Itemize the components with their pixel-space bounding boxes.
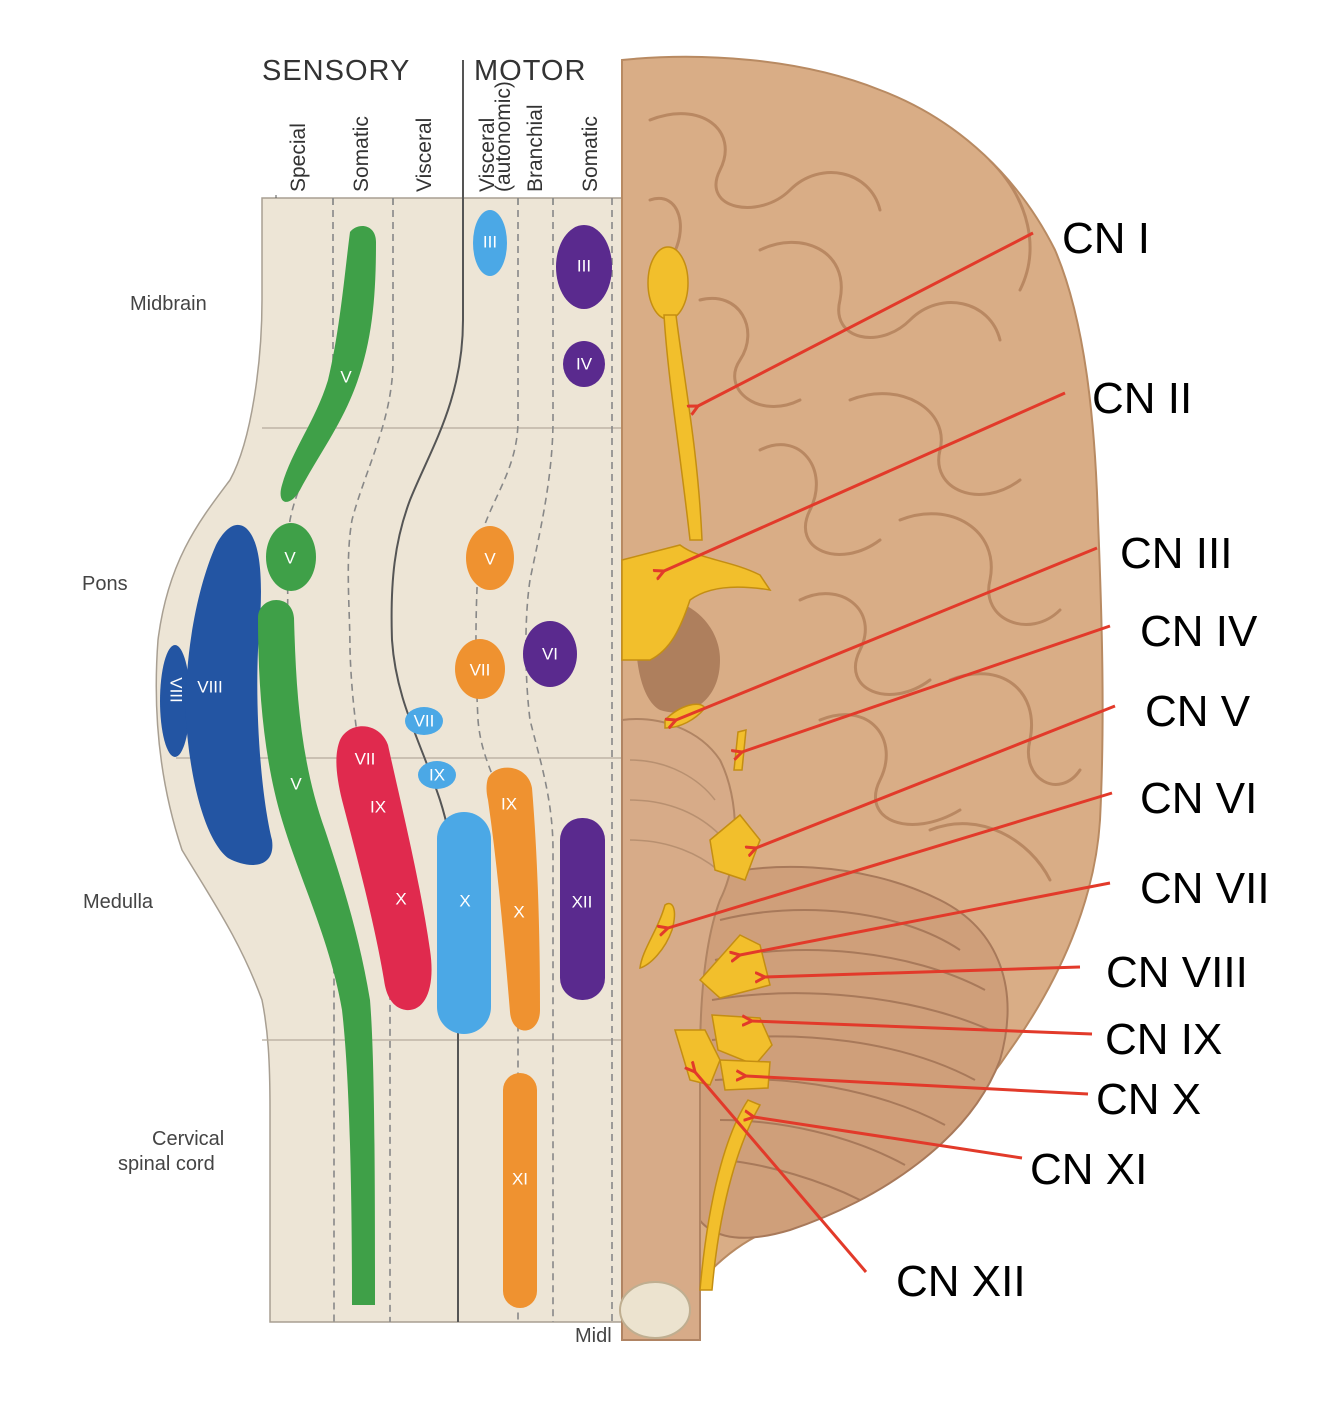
nucleus-v-motor [466,526,514,590]
arrow-cn-vi [668,791,1113,928]
nucleus-label-viii-large: VIII [197,677,223,696]
label-cn-x: CN X [1096,1075,1201,1124]
nucleus-x-blue [437,812,491,1034]
label-cn-ii: CN II [1092,374,1192,423]
nucleus-label-ix-visceral: IX [429,765,445,784]
footer-midline-label: Midl [575,1325,612,1347]
column-label-special: Special [287,123,310,192]
accessory-nerve [699,1099,762,1291]
nucleus-v-midbrain [280,226,376,502]
nucleus-vii-motor [455,639,505,699]
label-cn-viii: CN VIII [1106,948,1248,997]
column-label-somatic-motor: Somatic [579,116,602,192]
nucleus-iii-visceral [473,210,507,276]
spinal-cord-cut [619,1281,691,1339]
arrow-cn-iii [676,546,1098,720]
arrow-cn-viii [765,965,1081,977]
label-cn-v: CN V [1145,687,1251,736]
nucleus-label-x-red: X [395,889,406,908]
nucleus-label-vii-motor: VII [470,660,491,679]
nucleus-label-ix-orange: IX [501,794,517,813]
nucleus-v-pons [266,523,316,591]
column-sublabel-autonomic: (autonomic) [492,81,515,192]
nucleus-viii-small [160,645,190,757]
facial-vestibulocochlear [698,934,771,999]
dashed-boundary-2 [347,198,394,1322]
arrow-cn-vii [740,881,1111,955]
nucleus-label-iii-somatic: III [577,256,591,275]
nucleus-label-vii-red: VII [355,749,376,768]
olfactory-bulb [647,246,689,320]
arrow-cn-i [698,231,1034,406]
nucleus-label-vi: VI [542,644,558,663]
label-cn-iii: CN III [1120,529,1232,578]
nucleus-label-ix-red: IX [370,797,386,816]
nucleus-label-iii-visceral: III [483,232,497,251]
label-cn-vi: CN VI [1140,774,1257,823]
nucleus-label-v-midbrain: V [340,367,352,386]
label-cn-i: CN I [1062,214,1150,263]
arrow-cn-xi [754,1117,1023,1160]
olfactory-tract [663,314,703,541]
header-sensory: SENSORY [262,55,410,87]
pons-striations [629,759,721,871]
label-cn-ix: CN IX [1105,1015,1222,1064]
nucleus-ix-visceral [418,761,456,789]
label-cn-xii: CN XII [896,1257,1026,1306]
label-cn-xi: CN XI [1030,1145,1147,1194]
column-label-branchial: Branchial [524,104,547,192]
column-label-visceral-motor: Visceral [476,118,499,192]
header-motor: MOTOR [474,55,586,87]
region-medulla: Medulla [83,891,154,913]
trigeminal-nerve [709,813,761,881]
nucleus-vi [523,621,577,687]
arrow-cn-x [746,1076,1089,1096]
nucleus-label-viii-small: VIII [167,677,186,703]
arrow-cn-ix [752,1021,1093,1036]
nucleus-vii-ix-x-red [336,726,432,1011]
nucleus-xii [560,818,605,1000]
nucleus-iv [563,341,605,387]
region-pons: Pons [82,573,128,595]
nucleus-viii-large [185,524,273,865]
nucleus-label-xii: XII [572,892,593,911]
label-cn-vii: CN VII [1140,864,1270,913]
arrow-cn-iv [742,624,1111,752]
nucleus-label-v-pons: V [284,548,296,567]
nucleus-label-x-blue: X [459,891,470,910]
nucleus-label-v-medulla: V [290,774,302,793]
nucleus-iii-somatic [556,225,612,309]
arrow-cn-v [756,704,1116,848]
region-midbrain: Midbrain [130,293,207,315]
nucleus-label-vii-visceral: VII [414,711,435,730]
nucleus-label-v-motor: V [484,549,496,568]
vagus-ganglion [719,1059,771,1091]
nucleus-vii-visceral [405,707,443,735]
nucleus-ix-x-orange [486,767,540,1031]
annotation-arrows: CN I CN II CN III CN IV CN V CN VI CN VI… [664,214,1270,1306]
nucleus-label-xi: XI [512,1169,528,1188]
arrow-cn-xii [695,1072,868,1273]
nucleus-label-x-orange: X [513,902,524,921]
brainstem-schematic: SENSORY MOTOR Special Somatic Visceral V… [82,55,623,1347]
region-cervical-line2: spinal cord [118,1153,215,1175]
column-label-visceral-sensory: Visceral [413,118,436,192]
label-cn-iv: CN IV [1140,607,1258,656]
nucleus-xi [503,1073,537,1308]
nucleus-label-iv: IV [576,354,593,373]
arrow-cn-ii [664,391,1066,571]
region-cervical-line1: Cervical [152,1128,224,1150]
nucleus-v-spinal [258,599,375,1305]
column-label-somatic-sensory: Somatic [350,116,373,192]
